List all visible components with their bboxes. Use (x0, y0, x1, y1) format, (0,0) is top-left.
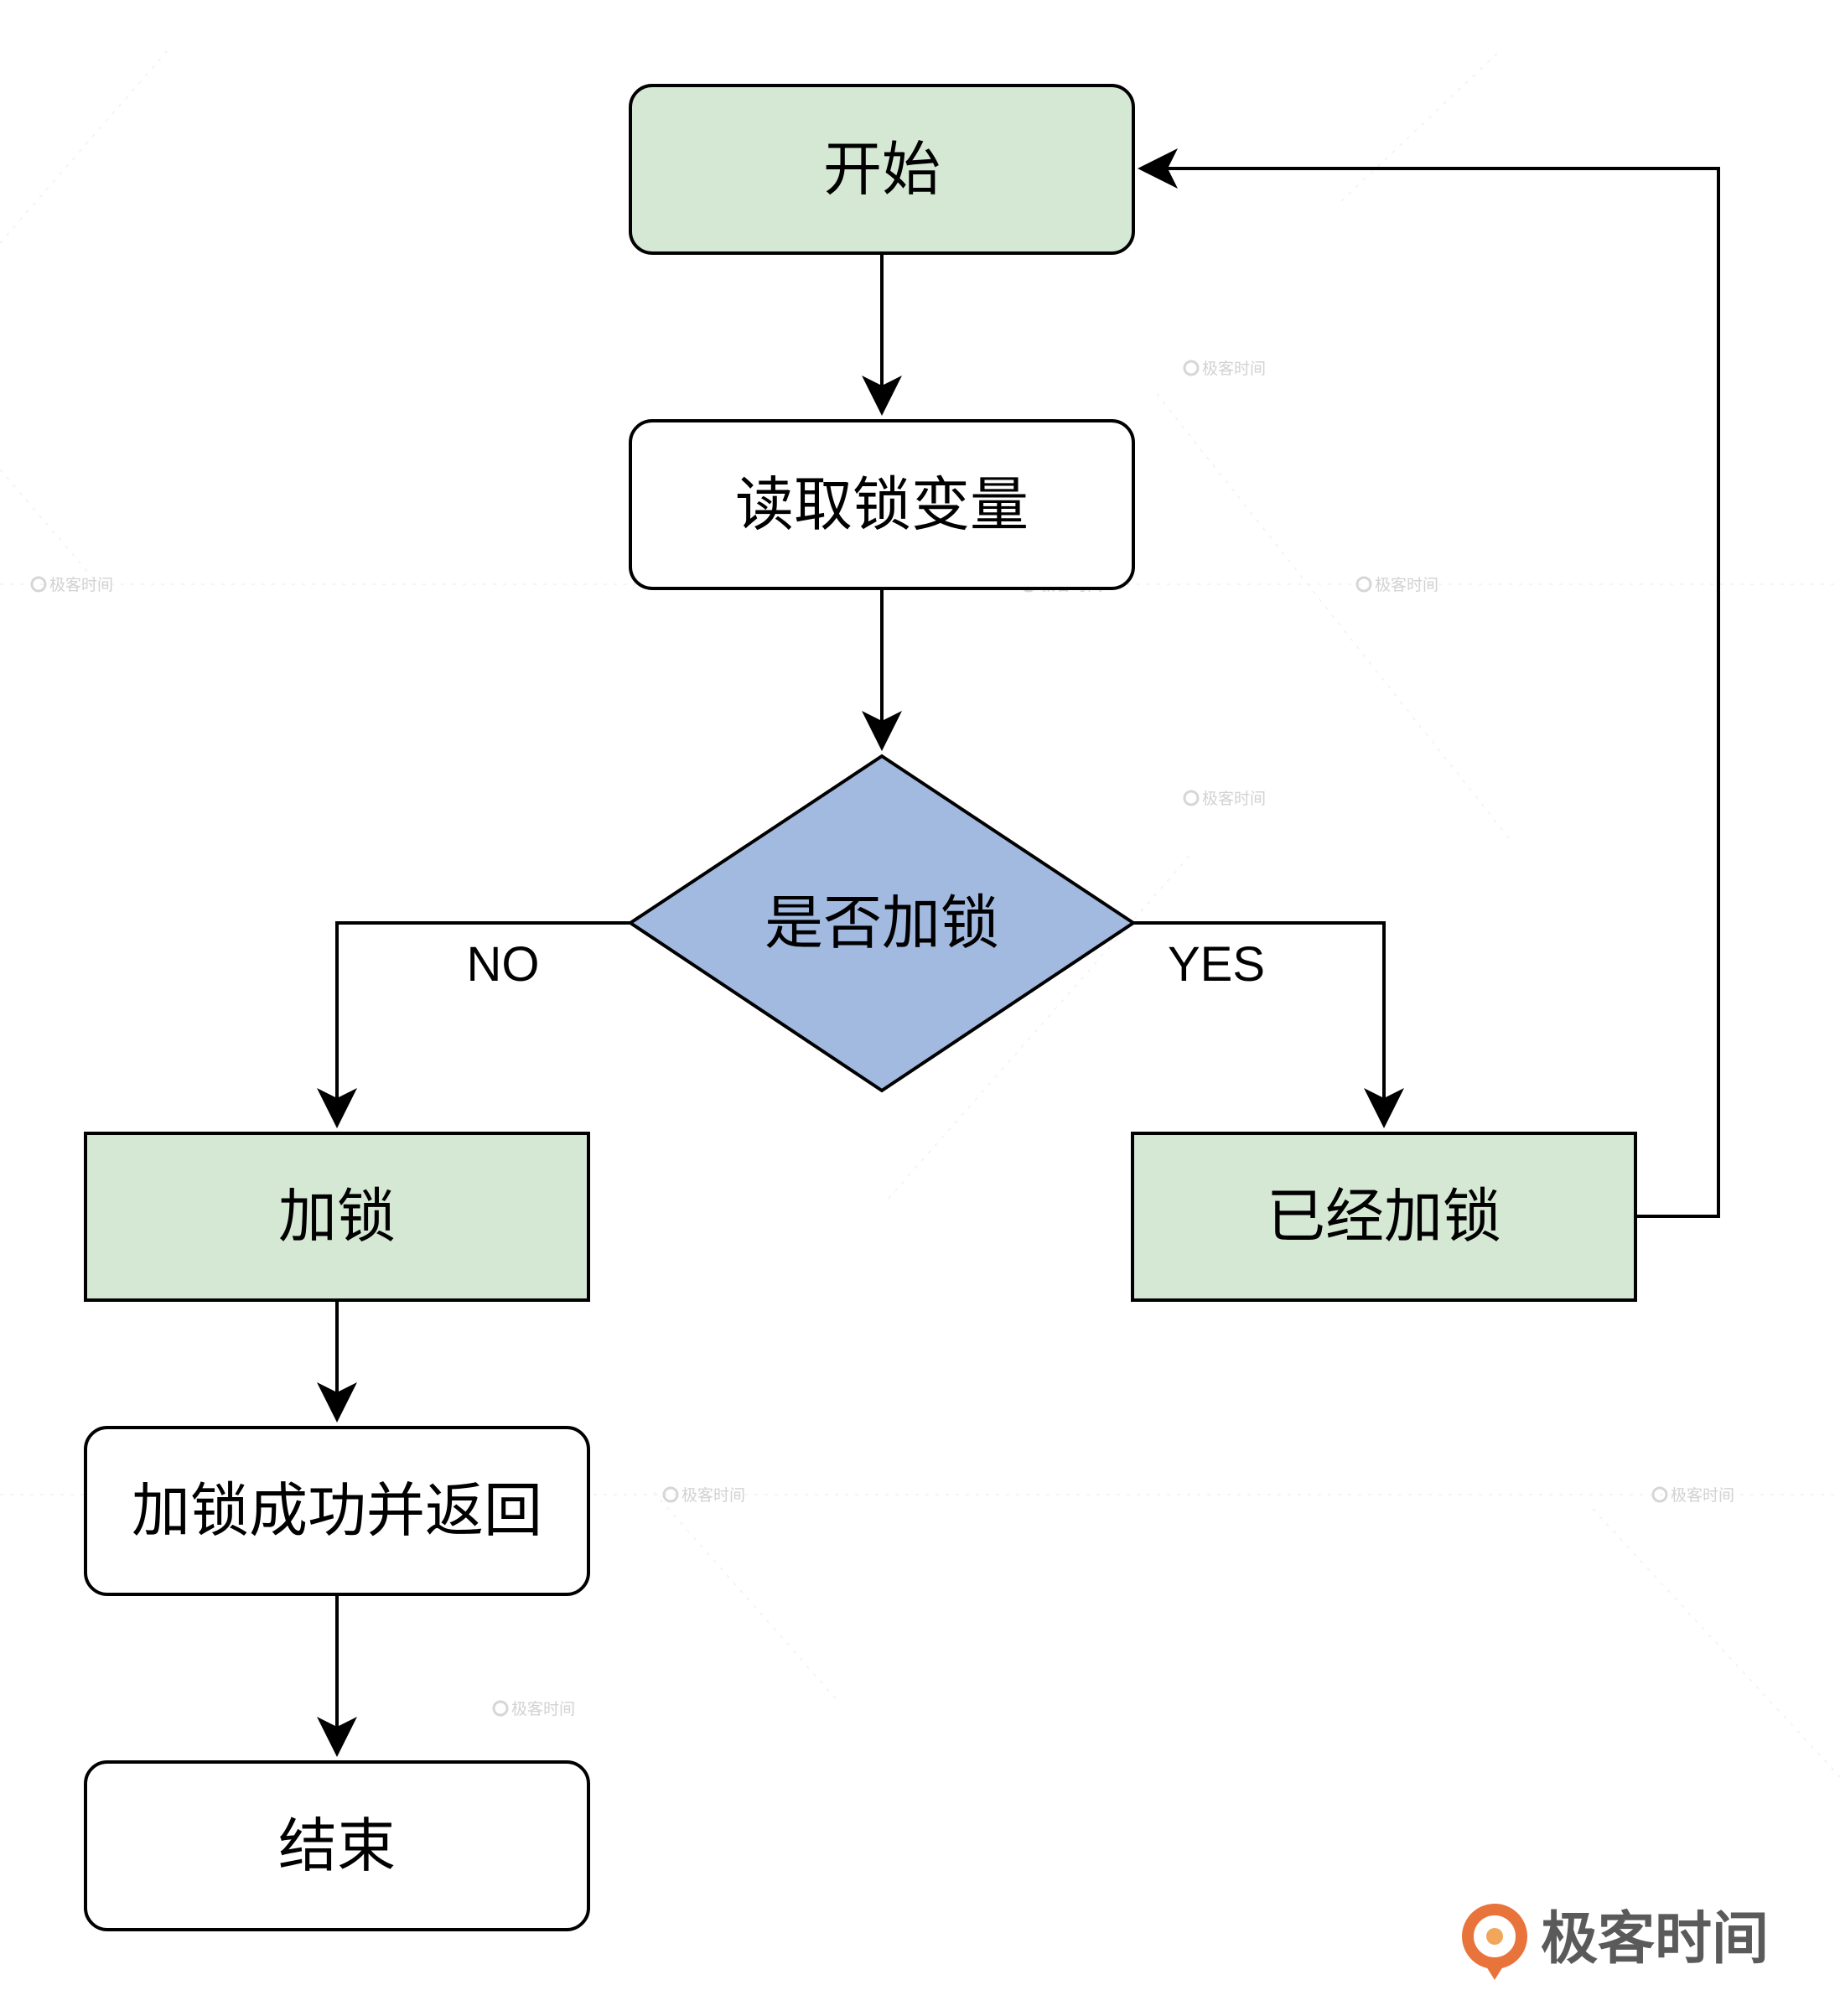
node-lock: 加锁 (84, 1132, 590, 1302)
node-end: 结束 (84, 1760, 590, 1931)
svg-text:极客时间: 极客时间 (1202, 360, 1266, 378)
edge-label-no: NO (467, 937, 540, 992)
logo-text: 极客时间 (1541, 1906, 1769, 1972)
edge-label-yes: YES (1168, 937, 1265, 992)
watermark: 极客时间 (1183, 790, 1266, 808)
node-end-label: 结束 (278, 1811, 396, 1880)
node-decision: 是否加锁 (627, 754, 1137, 1093)
node-lock-label: 加锁 (278, 1182, 396, 1251)
svg-text:极客时间: 极客时间 (1671, 1486, 1734, 1505)
node-decision-label: 是否加锁 (765, 889, 999, 957)
edges (317, 148, 1720, 1757)
svg-text:极客时间: 极客时间 (682, 1486, 745, 1505)
node-lock-success: 加锁成功并返回 (84, 1426, 590, 1596)
logo-icon (1462, 1904, 1527, 1980)
watermark: 极客时间 (1651, 1486, 1734, 1505)
brand-logo: 极客时间 (1462, 1904, 1769, 1980)
svg-text:极客时间: 极客时间 (49, 576, 113, 594)
svg-text:极客时间: 极客时间 (511, 1700, 575, 1718)
edge-already-locked-to-start (1138, 148, 1720, 1218)
watermark: 极客时间 (30, 576, 113, 594)
node-read-lock: 读取锁变量 (629, 419, 1135, 590)
watermark: 极客时间 (1183, 360, 1266, 378)
watermark-guides (0, 49, 1840, 1778)
node-lock-success-label: 加锁成功并返回 (132, 1476, 542, 1545)
node-start: 开始 (629, 84, 1135, 255)
node-read-lock-label: 读取锁变量 (735, 470, 1029, 539)
svg-text:极客时间: 极客时间 (1375, 576, 1438, 594)
watermark: 极客时间 (1355, 576, 1438, 594)
watermark: 极客时间 (492, 1700, 575, 1718)
watermark: 极客时间 (662, 1486, 745, 1505)
edge-decision-no-to-lock (317, 921, 630, 1128)
edge-decision-yes-to-already-locked (1133, 921, 1404, 1128)
svg-text:极客时间: 极客时间 (1202, 790, 1266, 808)
node-already-locked: 已经加锁 (1131, 1132, 1637, 1302)
node-start-label: 开始 (823, 135, 941, 204)
node-already-locked-label: 已经加锁 (1267, 1182, 1501, 1251)
